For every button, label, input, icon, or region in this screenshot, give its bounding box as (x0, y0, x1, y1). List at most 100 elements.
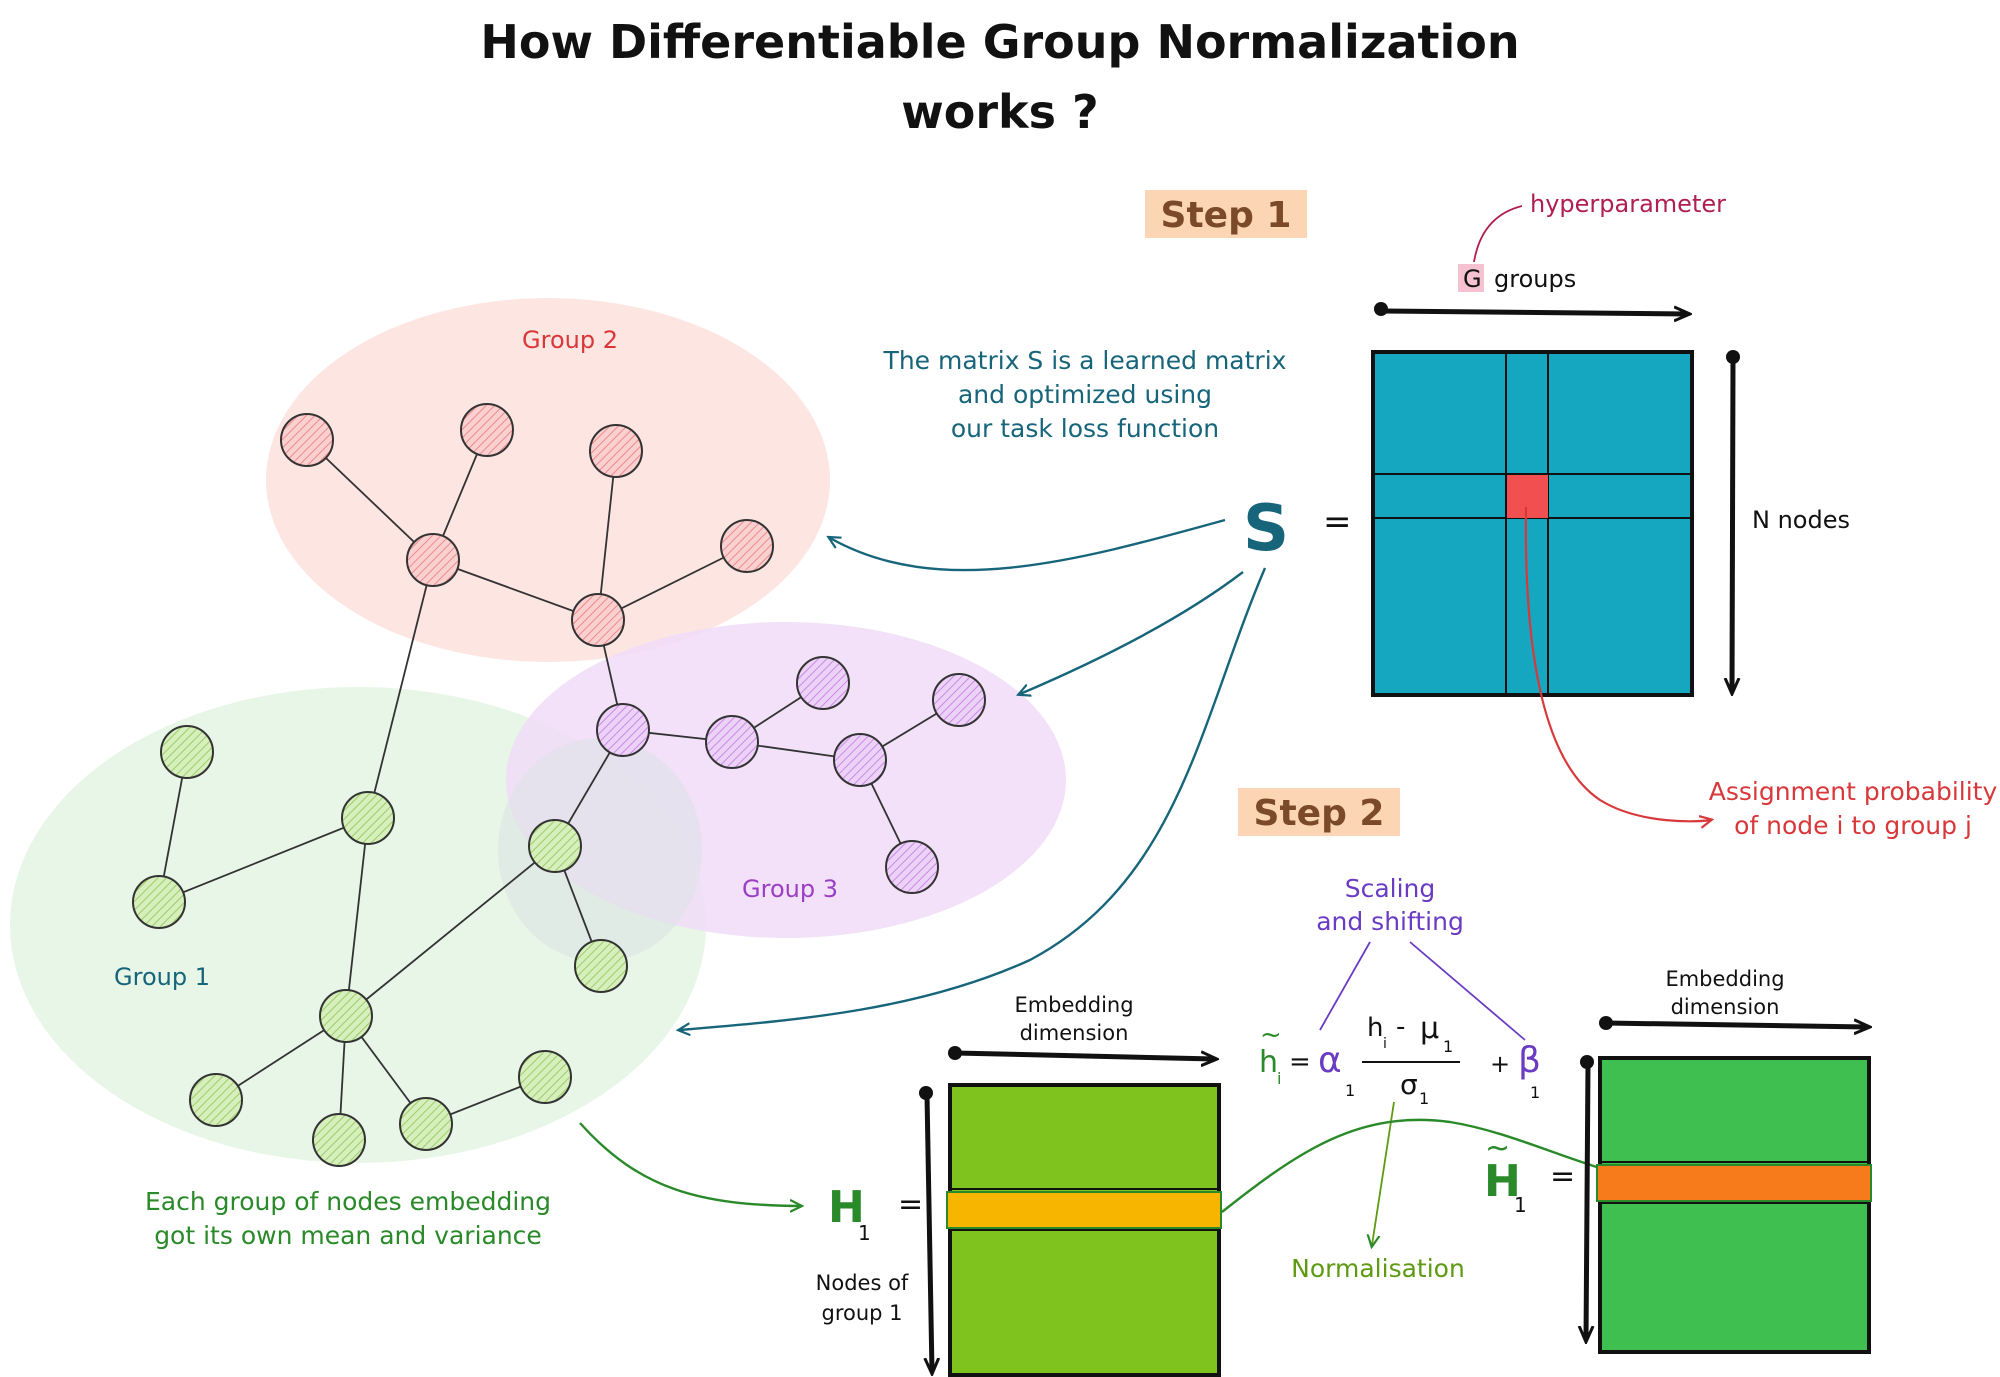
graph-node (189, 1073, 243, 1127)
htilde-tilde: ~ (1485, 1131, 1510, 1166)
formula-sigma-sub: 1 (1419, 1089, 1429, 1108)
graph-node (720, 519, 774, 573)
matrix-s-cell (1507, 475, 1548, 518)
groups-arrow (1380, 311, 1688, 314)
scaling-to-alpha-line (1319, 941, 1371, 1031)
hyperparameter-label: hyperparameter (1530, 190, 1726, 218)
formula-plus: + (1490, 1050, 1510, 1078)
graph-node (932, 673, 986, 727)
h1-equals: = (898, 1187, 923, 1222)
s-symbol: S (1243, 492, 1289, 566)
nodes-group-left-arrow (927, 1094, 932, 1372)
group-2-label: Group 2 (522, 326, 618, 354)
step-1-badge (1145, 190, 1307, 238)
group-1-nodes (132, 725, 628, 1167)
s-to-group-3-arrow (1020, 571, 1244, 694)
nodes-arrow-start (1726, 350, 1740, 364)
nodes-group-right-arrow-start (1580, 1055, 1594, 1069)
group-1-to-h1-arrow (579, 1122, 800, 1206)
group-3-nodes (596, 656, 986, 894)
emb-dim-left-line-2: dimension (1020, 1021, 1129, 1045)
nodes-arrow (1732, 359, 1733, 692)
groups-label: groups (1494, 265, 1576, 293)
htilde-subscript: 1 (1514, 1193, 1527, 1217)
normalisation-label: Normalisation (1291, 1254, 1465, 1283)
nodes-group-label-line-2: group 1 (821, 1301, 902, 1325)
title-line-2: works ? (901, 85, 1098, 139)
graph-node (705, 715, 759, 769)
formula-sigma: σ (1400, 1068, 1418, 1101)
scaling-to-beta-line (1409, 941, 1526, 1041)
graph-node (406, 533, 460, 587)
formula-lhs: h (1259, 1045, 1278, 1080)
graph-node (518, 1050, 572, 1104)
nodes-group-right-arrow (1586, 1063, 1588, 1340)
embedding-matrix-h1-row (946, 1191, 1222, 1229)
formula-eq: = (1289, 1047, 1311, 1077)
emb-dim-left-arrow (954, 1053, 1215, 1059)
formula-num-h-sub: i (1383, 1036, 1387, 1052)
title-line-1: How Differentiable Group Normalization (480, 15, 1519, 69)
matrix-note-line-3: our task loss function (951, 414, 1219, 443)
n-nodes-label: N nodes (1752, 506, 1850, 534)
formula-alpha-sub: 1 (1345, 1081, 1355, 1100)
normalisation-pointer (1372, 1101, 1395, 1245)
matrix-note-line-1: The matrix S is a learned matrix (883, 346, 1287, 375)
graph-node (132, 875, 186, 929)
graph-node (399, 1097, 453, 1151)
embedding-matrix-htilde (1598, 1056, 1871, 1354)
emb-dim-right-line-1: Embedding (1665, 967, 1784, 991)
graph-node (312, 1113, 366, 1167)
h1-symbol: H (828, 1182, 865, 1233)
formula-minus: - (1396, 1012, 1405, 1042)
graph-node (885, 840, 939, 894)
formula-num-h: h (1367, 1013, 1383, 1043)
graph-node (589, 424, 643, 478)
group-overlap-region (498, 738, 702, 962)
formula-lhs-sub: i (1277, 1069, 1281, 1088)
emb-dim-left-line-1: Embedding (1014, 993, 1133, 1017)
htilde-symbol: H (1484, 1156, 1521, 1207)
graph-node (160, 725, 214, 779)
formula-beta: β (1518, 1040, 1541, 1081)
group-2-region (266, 298, 830, 662)
graph-node (796, 656, 850, 710)
graph-node (596, 703, 650, 757)
g-symbol: G (1463, 265, 1482, 293)
formula-mu-sub: 1 (1443, 1037, 1453, 1056)
step-1-label: Step 1 (1161, 195, 1292, 236)
graph-node (341, 791, 395, 845)
step-2-label: Step 2 (1254, 793, 1385, 834)
formula-alpha: α (1318, 1040, 1342, 1081)
step-2-badge (1238, 788, 1400, 836)
normalization-formula: ~ h i = α 1 h i - μ 1 σ 1 + β 1 (1259, 1011, 1541, 1108)
formula-beta-sub: 1 (1530, 1083, 1540, 1102)
each-group-line-2: got its own mean and variance (154, 1221, 542, 1250)
formula-mu: μ (1420, 1011, 1439, 1046)
graph-node (280, 413, 334, 467)
embedding-matrix-htilde-row (1596, 1164, 1872, 1202)
s-to-group-2-arrow (830, 518, 1226, 572)
graph-node (460, 403, 514, 457)
scaling-label-line-2: and shifting (1316, 907, 1464, 936)
graph-node (528, 819, 582, 873)
htilde-equals: = (1550, 1159, 1575, 1194)
graph-node (833, 733, 887, 787)
emb-dim-right-arrow-start (1599, 1016, 1613, 1030)
group-1-label: Group 1 (114, 963, 210, 991)
g-highlight (1458, 264, 1484, 292)
group-2-nodes (280, 403, 774, 647)
matrix-note-line-2: and optimized using (958, 380, 1212, 409)
assignment-arrow (1524, 506, 1710, 821)
graph-node (571, 593, 625, 647)
formula-tilde: ~ (1260, 1020, 1282, 1050)
s-to-group-1-arrow (680, 567, 1267, 1030)
emb-dim-right-line-2: dimension (1671, 995, 1780, 1019)
group-3-label: Group 3 (742, 875, 838, 903)
graph-node (574, 939, 628, 993)
h1-subscript: 1 (858, 1221, 871, 1245)
scaling-label-line-1: Scaling (1345, 874, 1436, 903)
nodes-group-label-line-1: Nodes of (816, 1271, 909, 1295)
s-equals: = (1323, 502, 1352, 542)
